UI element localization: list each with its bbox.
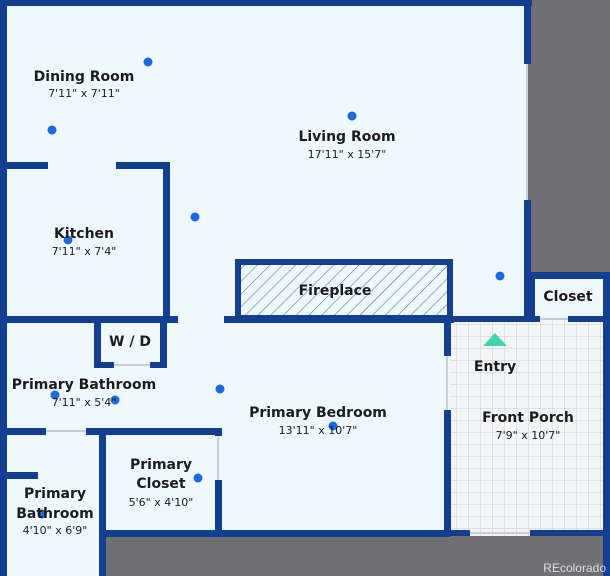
wall-dining-kitchen-b xyxy=(116,162,170,169)
wall-closet-right xyxy=(603,272,610,576)
kitchen-label: Kitchen xyxy=(54,226,114,242)
dining-room-label: Dining Room xyxy=(34,69,135,85)
primary-bathroom-2-dims: 4'10" x 6'9" xyxy=(23,524,88,537)
marker-dot[interactable] xyxy=(215,384,225,394)
primary-bathroom-2-label-line1: Primary xyxy=(24,486,86,502)
floor-areas xyxy=(4,4,606,576)
closet-label: Closet xyxy=(543,289,593,305)
wall-closet-top xyxy=(528,272,610,279)
wall-closet2-right-upper xyxy=(215,428,222,436)
marker-dot[interactable] xyxy=(193,473,203,483)
primary-bathroom-2-label-line2: Bathroom xyxy=(16,506,94,522)
floor-front-porch xyxy=(450,320,606,536)
wall-wd-left xyxy=(94,316,101,368)
wall-bottom-porch-a xyxy=(450,530,470,536)
marker-dot[interactable] xyxy=(110,395,120,405)
primary-bathroom-label: Primary Bathroom xyxy=(12,377,156,393)
wall-kitchen-right xyxy=(163,162,170,322)
openings xyxy=(46,64,568,534)
entry-label: Entry xyxy=(474,359,516,375)
wall-closet2-right-lower xyxy=(215,480,222,536)
marker-dot[interactable] xyxy=(143,57,153,67)
wall-bath-bottom-a xyxy=(0,428,46,435)
fireplace-label: Fireplace xyxy=(299,283,372,299)
primary-bathroom-dims: 7'11" x 5'4" xyxy=(52,396,117,409)
wall-closet-bottom-b xyxy=(568,316,610,322)
wall-wd-bottom-b xyxy=(150,362,167,368)
marker-dot[interactable] xyxy=(63,235,73,245)
floor-bathroom-2 xyxy=(4,432,102,576)
wall-closet-left xyxy=(528,272,535,322)
markers xyxy=(37,57,505,519)
wall-top xyxy=(0,0,532,6)
marker-dot[interactable] xyxy=(47,125,57,135)
marker-dot[interactable] xyxy=(190,212,200,222)
wall-bath2-top-stub xyxy=(0,472,38,479)
wall-wd-bottom xyxy=(94,362,114,368)
wall-bottom-porch-b xyxy=(530,530,610,536)
wall-right-upper xyxy=(524,0,531,64)
primary-bedroom-label: Primary Bedroom xyxy=(249,405,387,421)
marker-dot[interactable] xyxy=(347,111,357,121)
wall-closet-bottom-a xyxy=(450,316,540,322)
living-room-label: Living Room xyxy=(298,129,395,145)
primary-closet-label-line1: Primary xyxy=(130,457,192,473)
wall-bottom-bedroom xyxy=(99,530,451,537)
wall-right-mid xyxy=(524,200,531,320)
wd-label: W / D xyxy=(109,334,151,350)
marker-dot[interactable] xyxy=(50,390,60,400)
wall-bath-bottom-b xyxy=(86,428,222,435)
fireplace-hearth xyxy=(235,259,453,321)
marker-dot[interactable] xyxy=(37,509,47,519)
kitchen-dims: 7'11" x 7'4" xyxy=(52,245,117,258)
wall-bedroom-right-upper xyxy=(444,316,451,356)
wall-dining-kitchen-a xyxy=(0,162,48,169)
entry-marker-icon[interactable] xyxy=(483,333,507,346)
wall-mid-horizontal-b xyxy=(224,316,454,323)
wall-mid-horizontal-a xyxy=(0,316,178,323)
wall-closet2-left xyxy=(99,428,106,576)
wall-wd-right xyxy=(160,316,167,368)
front-porch-label: Front Porch xyxy=(482,410,574,426)
front-porch-dims: 7'9" x 10'7" xyxy=(496,429,561,442)
marker-dot[interactable] xyxy=(495,271,505,281)
marker-dot[interactable] xyxy=(328,421,338,431)
watermark: REcolorado xyxy=(543,561,606,575)
floor-closet xyxy=(528,276,606,320)
wall-left xyxy=(0,0,7,576)
primary-closet-label-line2: Closet xyxy=(136,476,186,492)
primary-bedroom-dims: 13'11" x 10'7" xyxy=(279,424,358,437)
wall-bedroom-right-lower xyxy=(444,410,451,536)
living-room-dims: 17'11" x 15'7" xyxy=(308,148,387,161)
primary-closet-dims: 5'6" x 4'10" xyxy=(129,496,194,509)
dining-room-dims: 7'11" x 7'11" xyxy=(48,87,120,100)
